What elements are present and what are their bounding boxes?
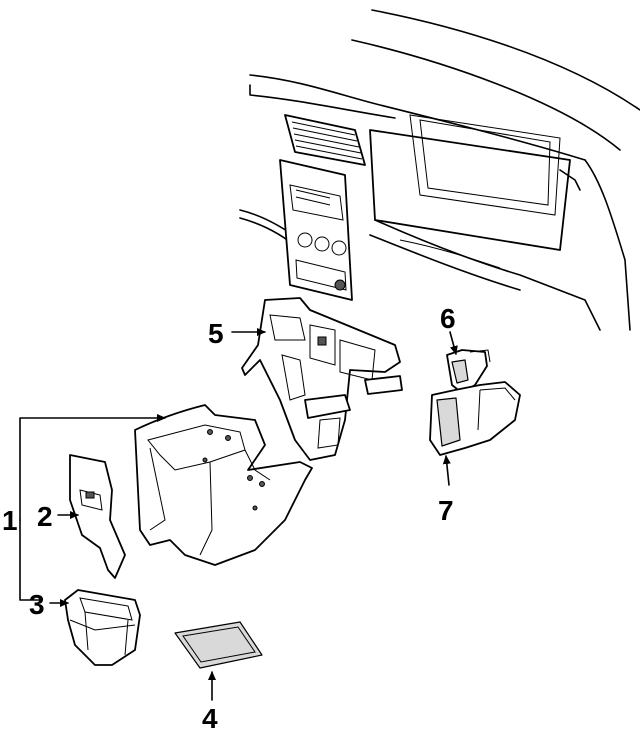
callout-1: 1 xyxy=(2,505,18,536)
callout-2: 2 xyxy=(37,501,53,532)
leader-1-lower xyxy=(19,519,41,601)
callout-6: 6 xyxy=(440,303,456,334)
glove-box-opening xyxy=(369,129,571,251)
part-6-air-vent xyxy=(446,349,491,394)
callout-7: 7 xyxy=(438,495,454,526)
leader-1-upper xyxy=(19,414,166,521)
callout-4: 4 xyxy=(202,703,218,729)
callout-3: 3 xyxy=(29,589,45,620)
radio-bezel xyxy=(279,159,353,301)
part-1-console-housing xyxy=(134,404,313,566)
part-4-console-mat xyxy=(174,621,263,669)
leader-lines xyxy=(19,328,458,701)
part-3-cup-holder xyxy=(64,589,141,666)
leader-6 xyxy=(449,331,458,355)
leader-7 xyxy=(442,455,451,486)
part-2-side-panel xyxy=(69,454,126,579)
callout-5: 5 xyxy=(208,318,224,349)
part-5-console-bracket xyxy=(241,297,403,461)
instrument-panel xyxy=(239,9,640,331)
part-7-air-duct xyxy=(429,381,521,456)
